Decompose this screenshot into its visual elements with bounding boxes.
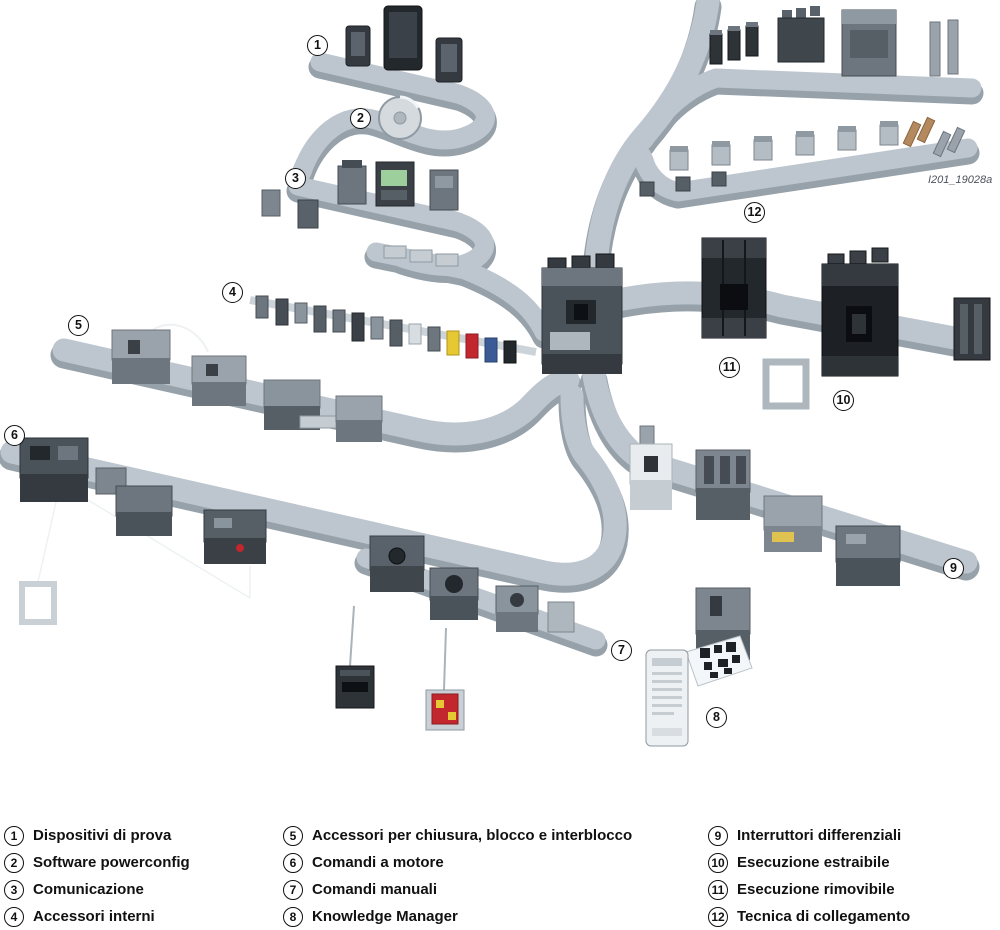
communication-devices-illustration <box>261 160 459 267</box>
callout-2: 2 <box>350 108 371 129</box>
legend-num-5: 5 <box>283 825 303 846</box>
busbar-accessories-illustration <box>709 6 959 77</box>
internal-accessories-illustration <box>249 295 537 364</box>
legend-item-2: 2 Software powerconfig <box>4 849 190 876</box>
motor-operators-illustration <box>19 437 575 633</box>
legend-label-6: Comandi a motore <box>312 854 444 871</box>
legend-label-1: Dispositivi di prova <box>33 827 172 844</box>
callout-9: 9 <box>943 558 964 579</box>
legend-num-10: 10 <box>708 852 728 873</box>
legend-item-1: 1 Dispositivi di prova <box>4 822 190 849</box>
knowledge-manager-illustration <box>645 587 753 747</box>
legend-label-12: Tecnica di collegamento <box>737 908 911 925</box>
callout-10: 10 <box>833 390 854 411</box>
legend-num-2: 2 <box>4 852 24 873</box>
legend-item-6: 6 Comandi a motore <box>283 849 632 876</box>
legend-item-4: 4 Accessori interni <box>4 903 190 930</box>
legend-column-1: 1 Dispositivi di prova 2 Software powerc… <box>4 822 190 930</box>
legend: 1 Dispositivi di prova 2 Software powerc… <box>0 820 1000 927</box>
legend-label-10: Esecuzione estraibile <box>737 854 890 871</box>
callout-1: 1 <box>307 35 328 56</box>
legend-num-7: 7 <box>283 879 303 900</box>
locking-accessories-illustration <box>111 323 383 442</box>
diagram-canvas <box>0 0 991 747</box>
legend-label-2: Software powerconfig <box>33 854 190 871</box>
legend-column-2: 5 Accessori per chiusura, blocco e inter… <box>283 822 632 930</box>
legend-item-5: 5 Accessori per chiusura, blocco e inter… <box>283 822 632 849</box>
legend-label-7: Comandi manuali <box>312 881 438 898</box>
legend-label-3: Comunicazione <box>33 881 144 898</box>
callout-5: 5 <box>68 315 89 336</box>
legend-item-11: 11 Esecuzione rimovibile <box>708 876 910 903</box>
figure-id-watermark: I201_19028a <box>928 174 993 186</box>
legend-item-10: 10 Esecuzione estraibile <box>708 849 910 876</box>
legend-num-9: 9 <box>708 825 728 846</box>
callout-8: 8 <box>706 707 727 728</box>
legend-item-9: 9 Interruttori differenziali <box>708 822 910 849</box>
central-breaker-illustration <box>541 253 623 374</box>
legend-num-1: 1 <box>4 825 24 846</box>
legend-num-11: 11 <box>708 879 728 900</box>
plug-in-breaker-illustration <box>701 237 767 339</box>
legend-num-6: 6 <box>283 852 303 873</box>
legend-label-11: Esecuzione rimovibile <box>737 881 895 898</box>
callout-7: 7 <box>611 640 632 661</box>
legend-num-3: 3 <box>4 879 24 900</box>
manual-operators-illustration <box>335 605 465 731</box>
legend-column-3: 9 Interruttori differenziali 10 Esecuzio… <box>708 822 910 930</box>
rcd-units-illustration <box>629 425 901 586</box>
legend-item-7: 7 Comandi manuali <box>283 876 632 903</box>
callout-12: 12 <box>744 202 765 223</box>
legend-label-9: Interruttori differenziali <box>737 827 902 844</box>
legend-item-12: 12 Tecnica di collegamento <box>708 903 910 930</box>
legend-label-5: Accessori per chiusura, blocco e interbl… <box>312 827 633 844</box>
system-overview-diagram: I201_19028a 1 2 3 4 5 6 7 8 9 10 11 12 <box>0 0 993 747</box>
legend-num-4: 4 <box>4 906 24 927</box>
rail-end-connector-illustration <box>953 297 991 361</box>
connection-accessories-illustration <box>639 116 966 197</box>
callout-11: 11 <box>719 357 740 378</box>
legend-item-3: 3 Comunicazione <box>4 876 190 903</box>
powerconfig-wheel-illustration <box>378 95 422 140</box>
legend-label-4: Accessori interni <box>33 908 155 925</box>
qr-code <box>700 642 740 678</box>
test-devices-illustration <box>345 5 463 83</box>
callout-3: 3 <box>285 168 306 189</box>
legend-label-8: Knowledge Manager <box>312 908 458 925</box>
callout-4: 4 <box>222 282 243 303</box>
callout-6: 6 <box>4 425 25 446</box>
legend-item-8: 8 Knowledge Manager <box>283 903 632 930</box>
draw-out-breaker-illustration <box>762 247 899 410</box>
